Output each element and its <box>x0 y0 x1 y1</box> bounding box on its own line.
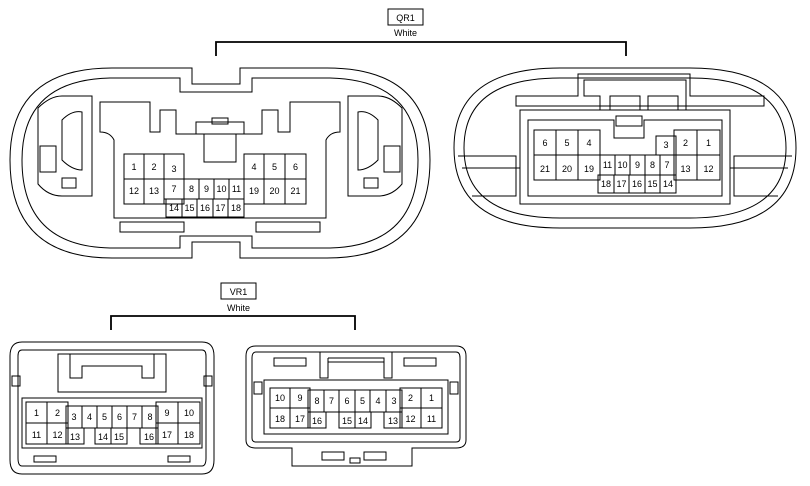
pin: 7 <box>664 160 669 170</box>
pin: 3 <box>171 164 176 174</box>
pin: 7 <box>171 184 176 194</box>
qr1-color: White <box>394 28 417 38</box>
vr1-right-connector: 10 9 8 7 6 5 4 3 2 1 18 17 16 15 14 13 1… <box>245 345 467 467</box>
pin: 3 <box>391 396 396 406</box>
pin: 13 <box>70 432 80 442</box>
pin: 10 <box>275 393 285 403</box>
pin: 9 <box>635 160 640 170</box>
pin: 14 <box>663 179 673 189</box>
pin: 4 <box>87 412 92 422</box>
pin: 5 <box>360 396 365 406</box>
pin: 9 <box>164 408 169 418</box>
pin: 10 <box>216 184 226 194</box>
pin: 12 <box>129 186 139 196</box>
pin: 2 <box>151 162 156 172</box>
pin: 5 <box>564 138 569 148</box>
vr1-label: VR1 <box>230 287 248 297</box>
pin: 11 <box>232 184 241 194</box>
pin: 8 <box>189 184 194 194</box>
vr1-color: White <box>227 303 250 313</box>
qr1-left-connector: 1 2 3 12 13 7 8 9 10 11 14 15 16 17 18 4… <box>9 67 431 259</box>
pin: 17 <box>295 414 305 424</box>
pin: 13 <box>149 186 159 196</box>
pin: 17 <box>616 179 626 189</box>
pin: 16 <box>632 179 642 189</box>
pin: 8 <box>650 160 655 170</box>
pin: 15 <box>114 432 124 442</box>
pin: 3 <box>71 412 76 422</box>
pin: 14 <box>169 203 179 213</box>
pin: 16 <box>312 416 322 426</box>
pin: 1 <box>706 138 711 148</box>
pin: 18 <box>231 203 241 213</box>
pin: 19 <box>584 164 594 174</box>
pin: 2 <box>408 393 413 403</box>
vr1-tag: VR1 White <box>110 282 356 330</box>
pin: 2 <box>683 138 688 148</box>
pin: 5 <box>102 412 107 422</box>
pin: 12 <box>405 414 415 424</box>
pin: 21 <box>290 186 300 196</box>
pin: 1 <box>131 162 136 172</box>
qr1-label: QR1 <box>396 13 415 23</box>
pin: 20 <box>562 164 572 174</box>
pin: 15 <box>647 179 657 189</box>
pin: 4 <box>586 138 591 148</box>
pin: 3 <box>663 140 668 150</box>
pin: 4 <box>375 396 380 406</box>
pin: 12 <box>703 164 713 174</box>
pin: 18 <box>184 430 194 440</box>
vr1-left-connector: 1 2 3 4 5 6 7 8 9 10 11 12 13 14 15 16 1… <box>9 341 215 475</box>
pin: 14 <box>98 432 108 442</box>
pin: 11 <box>32 430 41 440</box>
pin: 13 <box>388 416 398 426</box>
pin: 11 <box>427 414 436 424</box>
pin: 20 <box>269 186 279 196</box>
pin: 6 <box>542 138 547 148</box>
pin: 9 <box>204 184 209 194</box>
pin: 1 <box>34 408 39 418</box>
qr1-tag: QR1 White <box>215 8 627 56</box>
pin: 14 <box>358 416 368 426</box>
pin: 11 <box>603 160 612 170</box>
pin: 15 <box>342 416 352 426</box>
pin: 6 <box>293 162 298 172</box>
pin: 16 <box>200 203 210 213</box>
pin: 1 <box>429 393 434 403</box>
pin: 7 <box>329 396 334 406</box>
pin: 6 <box>117 412 122 422</box>
qr1-right-connector: 6 5 4 21 20 19 11 10 9 8 7 18 17 16 15 1… <box>453 67 797 229</box>
pin: 2 <box>55 408 60 418</box>
pin: 6 <box>344 396 349 406</box>
pin: 8 <box>147 412 152 422</box>
pin: 18 <box>275 414 285 424</box>
pin: 5 <box>272 162 277 172</box>
pin: 15 <box>184 203 194 213</box>
pin: 21 <box>540 164 550 174</box>
pin: 4 <box>251 162 256 172</box>
pin: 16 <box>144 432 154 442</box>
pin: 9 <box>297 393 302 403</box>
pin: 8 <box>314 396 319 406</box>
pin: 7 <box>132 412 137 422</box>
pin: 18 <box>601 179 611 189</box>
pin: 19 <box>249 186 259 196</box>
pin: 17 <box>162 430 172 440</box>
pin: 13 <box>680 164 690 174</box>
pin: 17 <box>215 203 225 213</box>
pin: 12 <box>52 430 62 440</box>
pin: 10 <box>617 160 627 170</box>
pin: 10 <box>184 408 194 418</box>
